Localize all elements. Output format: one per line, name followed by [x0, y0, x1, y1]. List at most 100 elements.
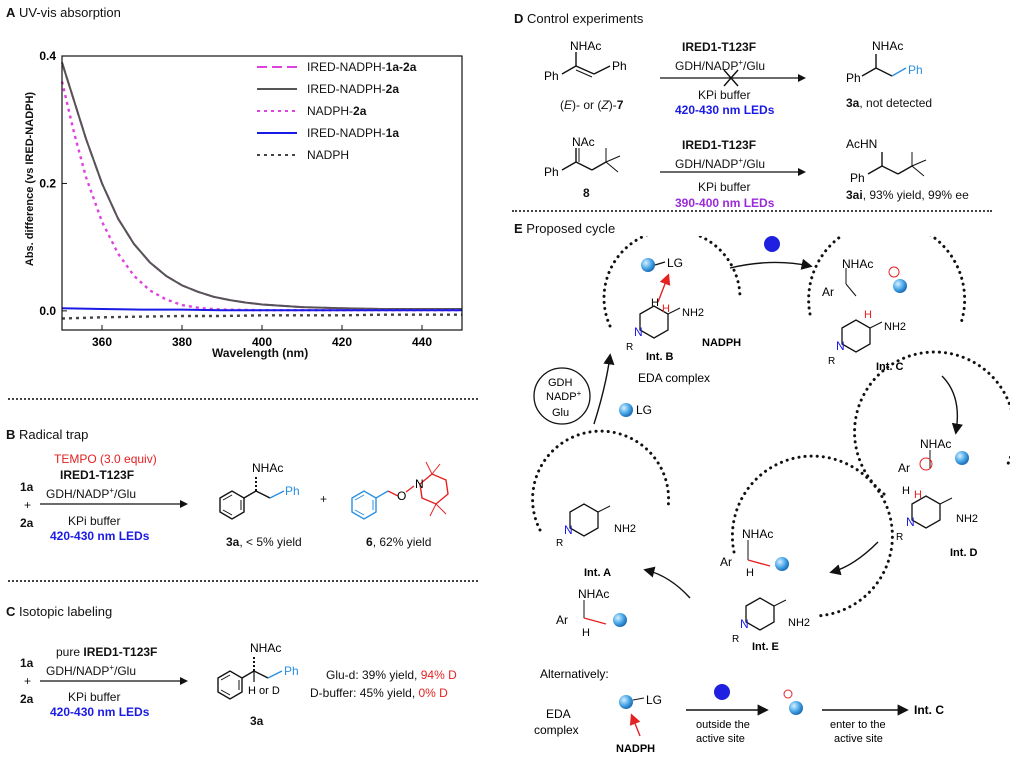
- sm-8-ph: Ph: [544, 165, 559, 179]
- int-c-pocket: [807, 236, 967, 328]
- reactant-2a: 2a: [20, 516, 34, 530]
- radical-ball: [789, 701, 803, 715]
- svg-text:NH2: NH2: [884, 321, 906, 333]
- panel-c-heading: C Isotopic labeling: [6, 604, 113, 619]
- int-d-ar: Ar: [898, 461, 910, 475]
- int-d-nhac: NHAc: [920, 437, 951, 451]
- panel-d-heading: D Control experiments: [514, 11, 644, 26]
- excitation-arrow: [729, 258, 813, 270]
- radical-ball: [955, 451, 969, 465]
- alternatively-label: Alternatively:: [540, 667, 609, 681]
- svg-text:R: R: [896, 532, 903, 543]
- svg-text:R: R: [732, 634, 739, 645]
- int-d-pocket: [853, 350, 1010, 496]
- product-3a-structure: NHAc H or D Ph: [217, 641, 299, 700]
- reaction-arrow: [660, 168, 806, 176]
- light-label: 420-430 nm LEDs: [50, 529, 150, 543]
- svg-text:NH2: NH2: [956, 513, 978, 525]
- cofactor-label: GDH/NADP+/Glu: [46, 663, 137, 678]
- svg-text:complex: complex: [534, 723, 579, 737]
- legend-label: NADPH-2a: [307, 104, 367, 118]
- sm-8-nac: NAc: [572, 136, 595, 149]
- svg-text:H: H: [902, 485, 910, 497]
- int-a-label: Int. A: [584, 567, 611, 579]
- int-c-ar: Ar: [822, 285, 834, 299]
- product-6-n: N: [415, 477, 424, 491]
- buffer-label: KPi buffer: [68, 690, 121, 704]
- int-e-label: Int. E: [752, 641, 779, 653]
- int-e-ar: Ar: [720, 555, 732, 569]
- light-label: 420-430 nm LEDs: [50, 705, 150, 719]
- light-label: 420-430 nm LEDs: [675, 103, 775, 117]
- product-ar: Ar: [556, 613, 568, 627]
- alt-int-c-label: Int. C: [914, 703, 944, 717]
- product-h-or-d: H or D: [248, 685, 280, 697]
- svg-text:outside the: outside the: [696, 719, 750, 731]
- divider-de: [512, 210, 992, 212]
- plus-sign: +: [24, 674, 32, 688]
- series-line-2: [60, 81, 462, 312]
- legend-item: IRED-NADPH-1a-2a: [255, 56, 416, 78]
- product-6-o: O: [397, 489, 406, 503]
- sm-7-ph2: Ph: [612, 59, 627, 73]
- y-tick-label: 0.2: [39, 176, 56, 190]
- product-nhac: NHAc: [872, 39, 903, 53]
- int-d-label: Int. D: [950, 547, 978, 559]
- product-6-result: 6, 62% yield: [366, 535, 432, 549]
- enzyme-label: pure IRED1-T123F: [56, 645, 158, 659]
- series-line-4: [61, 313, 462, 320]
- series-line-1: [61, 62, 462, 310]
- svg-text:NH2: NH2: [788, 617, 810, 629]
- product-3a-note: 3a, not detected: [846, 96, 933, 110]
- legend-item: IRED-NADPH-1a: [255, 122, 416, 144]
- buffer-label: KPi buffer: [68, 514, 121, 528]
- legend-swatch: [257, 154, 297, 156]
- cofactor-label: GDH/NADP+/Glu: [675, 156, 766, 171]
- reactant-1a: 1a: [20, 480, 34, 494]
- sm-7-label: (E)- or (Z)-7: [560, 98, 624, 112]
- reactant-2a: 2a: [20, 692, 34, 706]
- reaction-arrow: [40, 500, 188, 508]
- series-line-3: [61, 307, 462, 312]
- legend-swatch: [257, 66, 297, 68]
- gdh-cycle: [533, 367, 591, 425]
- svg-text:N: N: [564, 523, 573, 537]
- product-achn: AcHN: [846, 137, 877, 151]
- product-3a-ph: Ph: [285, 484, 300, 498]
- int-e-nhac: NHAc: [742, 527, 773, 541]
- x-tick-label: 440: [412, 335, 432, 349]
- int-b-pocket: [602, 236, 742, 328]
- reactant-1a: 1a: [20, 656, 34, 670]
- x-tick-label: 380: [172, 335, 192, 349]
- product-ph2: Ph: [908, 63, 923, 77]
- sm-8-structure: NAc Ph: [544, 136, 621, 179]
- product-3a-structure: NHAc Ph Ph: [846, 39, 923, 85]
- blocked-reaction-arrow: [660, 69, 806, 87]
- cofactor-label: GDH/NADP+/Glu: [46, 486, 137, 501]
- sm-8-id: 8: [583, 186, 590, 200]
- panel-a-heading: A UV-vis absorption: [6, 5, 121, 20]
- tempo-additive: TEMPO (3.0 equiv): [54, 452, 157, 466]
- svg-text:NADP+: NADP+: [546, 389, 582, 403]
- svg-text:H: H: [662, 303, 670, 315]
- svg-text:N: N: [906, 515, 915, 529]
- svg-text:H: H: [746, 567, 754, 579]
- svg-text:enter to the: enter to the: [830, 719, 886, 731]
- light-label: 390-400 nm LEDs: [675, 196, 775, 210]
- svg-text:N: N: [634, 325, 643, 339]
- svg-text:H: H: [914, 489, 922, 501]
- int-e-pocket: [730, 454, 894, 618]
- svg-text:GDH: GDH: [548, 377, 573, 389]
- result-glu-d: Glu-d: 39% yield, 94% D: [326, 668, 457, 682]
- panel-e-heading: E Proposed cycle: [514, 221, 616, 236]
- enzyme-label: IRED1-T123F: [60, 468, 135, 482]
- svg-text:LG: LG: [636, 403, 652, 417]
- product-3a-nhac: NHAc: [252, 461, 283, 475]
- svg-text:R: R: [556, 538, 563, 549]
- svg-text:LG: LG: [646, 693, 662, 707]
- legend-label: NADPH: [307, 148, 350, 162]
- sm-7-structure: NHAc Ph Ph: [544, 40, 627, 83]
- x-tick-label: 420: [332, 335, 352, 349]
- divider-ab: [8, 398, 478, 400]
- legend-item: NADPH-2a: [255, 100, 416, 122]
